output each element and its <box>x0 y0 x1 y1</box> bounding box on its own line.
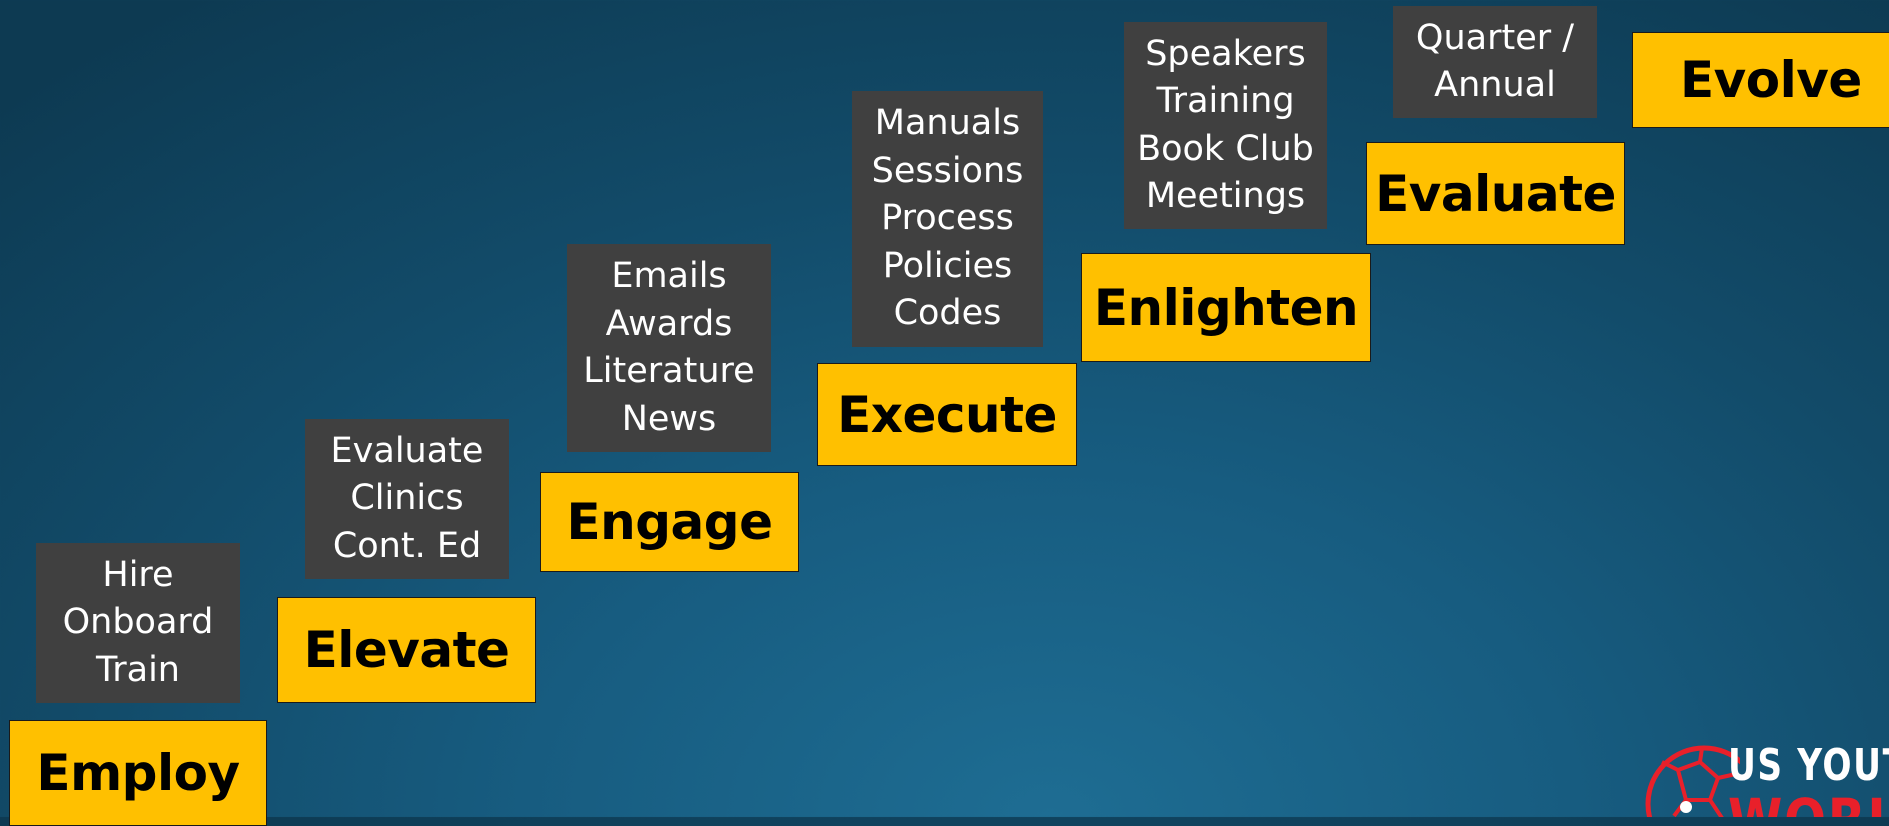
step-engage: Engage <box>540 472 799 572</box>
employ-details: Hire Onboard Train <box>36 543 240 703</box>
detail-item: Sessions <box>871 150 1024 191</box>
detail-item: Evaluate <box>330 430 484 471</box>
detail-item: Book Club <box>1137 128 1314 169</box>
step-elevate: Elevate <box>277 597 536 703</box>
soccer-ball-icon <box>1645 745 1740 817</box>
detail-item: Clinics <box>350 478 464 519</box>
step-enlighten: Enlighten <box>1081 253 1371 362</box>
detail-item: Annual <box>1434 65 1556 105</box>
step-evaluate: Evaluate <box>1366 142 1625 245</box>
detail-item: Training <box>1156 81 1295 121</box>
detail-item: Cont. Ed <box>332 525 482 566</box>
enlighten-details: Speakers Training Book Club Meetings <box>1124 22 1327 229</box>
logo-text-line1: US YOUTH <box>1728 740 1889 791</box>
step-execute: Execute <box>817 363 1077 466</box>
detail-item: Quarter / <box>1415 17 1575 58</box>
logo: US YOUTH WORLD <box>1640 740 1889 817</box>
execute-details: Manuals Sessions Process Policies Codes <box>852 91 1043 347</box>
logo-text-line2: WORLD <box>1728 786 1889 817</box>
detail-item: Literature <box>583 351 755 391</box>
detail-item: Speakers <box>1145 33 1306 74</box>
detail-item: News <box>621 398 717 439</box>
detail-item: Emails <box>611 256 727 296</box>
detail-item: Onboard <box>62 602 214 643</box>
detail-item: Manuals <box>874 103 1021 144</box>
detail-item: Policies <box>882 245 1013 286</box>
detail-item: Meetings <box>1145 176 1306 216</box>
detail-item: Awards <box>605 303 733 344</box>
elevate-details: Evaluate Clinics Cont. Ed <box>305 419 509 579</box>
detail-item: Process <box>881 198 1014 239</box>
step-evolve-label: Evolve <box>1680 51 1862 109</box>
engage-details: Emails Awards Literature News <box>567 244 771 452</box>
detail-item: Hire <box>102 554 174 595</box>
detail-item: Train <box>96 649 180 690</box>
detail-item: Codes <box>893 293 1002 334</box>
step-employ: Employ <box>9 720 267 826</box>
step-evolve: Evolve <box>1632 32 1889 128</box>
evaluate-details: Quarter / Annual <box>1393 6 1597 118</box>
